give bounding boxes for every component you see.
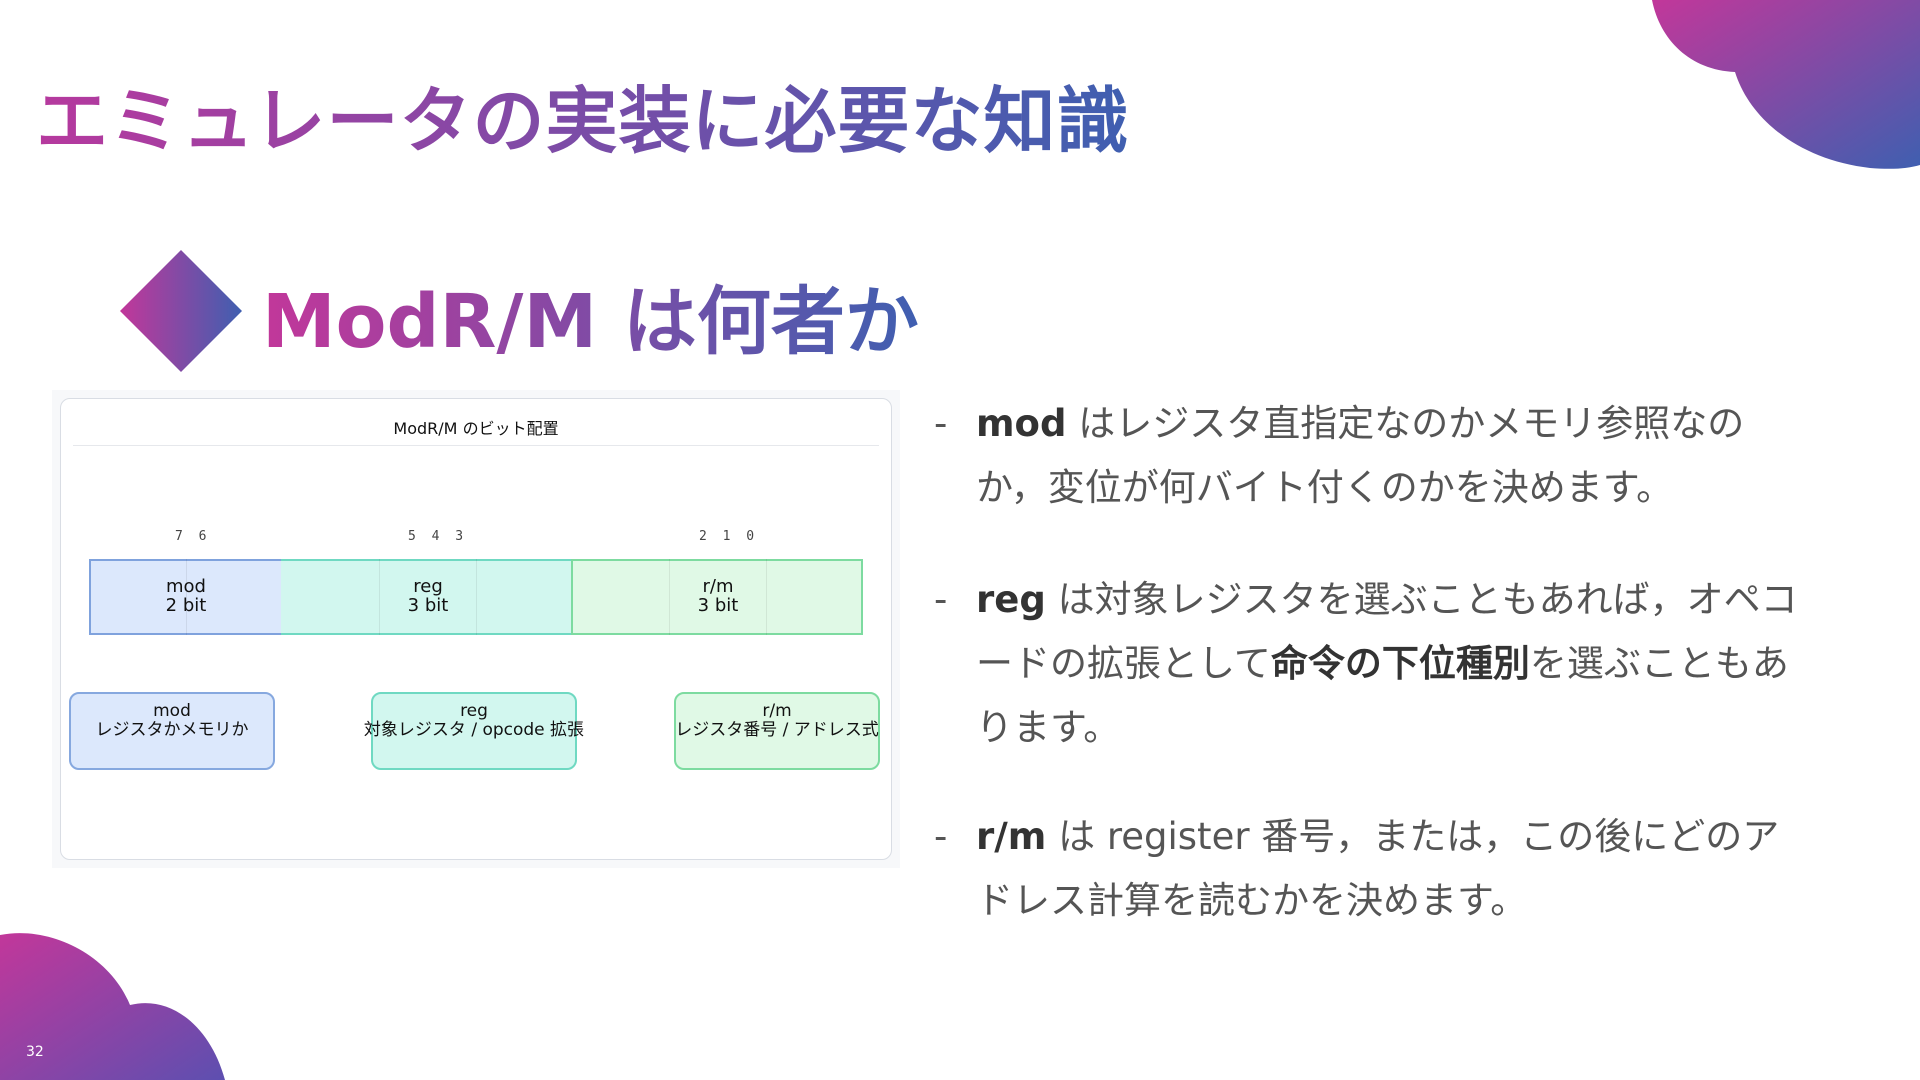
slide-subtitle: ModR/M は何者か xyxy=(262,262,919,369)
reg-field xyxy=(281,559,573,635)
mod-description-line1: mod xyxy=(153,701,191,721)
reg-description-line1: reg xyxy=(460,701,488,721)
mod-field-label: mod 2 bit xyxy=(136,577,236,615)
bullet-body: mod はレジスタ直指定なのかメモリ参照なのか，変位が何バイト付くのかを決めます… xyxy=(976,392,1806,520)
bullet-dash: - xyxy=(934,578,948,621)
bullet-text-after: を選ぶこともあります。 xyxy=(976,642,1789,749)
reg-description-line2: 対象レジスタ / opcode 拡張 xyxy=(363,720,585,740)
rm-description-label: r/m レジスタ番号 / アドレス式 xyxy=(664,702,890,740)
modrm-diagram-card: ModR/M のビット配置 7 6 5 4 3 2 1 0 mod 2 bit … xyxy=(60,398,892,860)
rm-field-bits: 3 bit xyxy=(697,595,739,616)
bullet-dash: - xyxy=(934,402,948,445)
rm-description-line2: レジスタ番号 / アドレス式 xyxy=(675,720,879,740)
mod-description-box xyxy=(69,692,275,770)
modrm-diagram-image: ModR/M のビット配置 7 6 5 4 3 2 1 0 mod 2 bit … xyxy=(52,390,900,868)
reg-field-bits: 3 bit xyxy=(407,595,449,616)
diagram-title: ModR/M のビット配置 xyxy=(393,419,559,438)
rm-bit-numbers: 2 1 0 xyxy=(699,529,759,544)
mod-description-label: mod レジスタかメモリか xyxy=(72,702,272,740)
bullet-term: reg xyxy=(976,578,1046,621)
rm-field-name: r/m xyxy=(702,576,734,597)
mod-description-line2: レジスタかメモリか xyxy=(95,720,249,740)
bottom-left-corner-decoration xyxy=(0,933,225,1080)
bullet-mod: - mod はレジスタ直指定なのかメモリ参照なのか，変位が何バイト付くのかを決め… xyxy=(934,392,1794,522)
mod-field-name: mod xyxy=(166,576,206,597)
page-number: 32 xyxy=(26,1044,44,1060)
mod-field-bits: 2 bit xyxy=(165,595,207,616)
diagram-title-divider xyxy=(73,445,879,446)
bullet-rm: - r/m は register 番号，または，この後にどのアドレス計算を読むか… xyxy=(934,805,1794,935)
mod-bit-numbers: 7 6 xyxy=(175,529,211,544)
top-right-corner-decoration xyxy=(1652,0,1920,169)
bullet-dash: - xyxy=(934,815,948,858)
bit-divider xyxy=(186,559,187,635)
diamond-bullet-icon xyxy=(120,250,242,372)
bullet-body: reg は対象レジスタを選ぶこともあれば，オペコードの拡張として命令の下位種別を… xyxy=(976,568,1806,760)
rm-description-box xyxy=(674,692,880,770)
rm-field-label: r/m 3 bit xyxy=(668,577,768,615)
reg-description-label: reg 対象レジスタ / opcode 拡張 xyxy=(349,702,599,740)
rm-field xyxy=(571,559,863,635)
bit-divider xyxy=(669,559,670,635)
reg-field-label: reg 3 bit xyxy=(378,577,478,615)
reg-field-name: reg xyxy=(413,576,443,597)
reg-bit-numbers: 5 4 3 xyxy=(408,529,468,544)
bullet-text: はレジスタ直指定なのかメモリ参照なのか，変位が何バイト付くのかを決めます。 xyxy=(976,402,1745,509)
slide-title: エミュレータの実装に必要な知識 xyxy=(36,62,1130,167)
bullet-term: mod xyxy=(976,402,1067,445)
mod-field xyxy=(89,559,283,635)
reg-description-box xyxy=(371,692,577,770)
bullet-term: r/m xyxy=(976,815,1047,858)
bullet-text: は register 番号，または，この後にどのアドレス計算を読むかを決めます。 xyxy=(976,815,1780,922)
bullet-emphasis: 命令の下位種別 xyxy=(1270,642,1530,685)
bit-divider xyxy=(476,559,477,635)
bullet-reg: - reg は対象レジスタを選ぶこともあれば，オペコードの拡張として命令の下位種… xyxy=(934,568,1798,760)
bit-divider xyxy=(379,559,380,635)
bullet-body: r/m は register 番号，または，この後にどのアドレス計算を読むかを決… xyxy=(976,805,1806,933)
bit-divider xyxy=(766,559,767,635)
rm-description-line1: r/m xyxy=(762,701,792,721)
bullet-text-before: は対象レジスタを選ぶこともあれば，オペコードの拡張として xyxy=(976,578,1798,685)
